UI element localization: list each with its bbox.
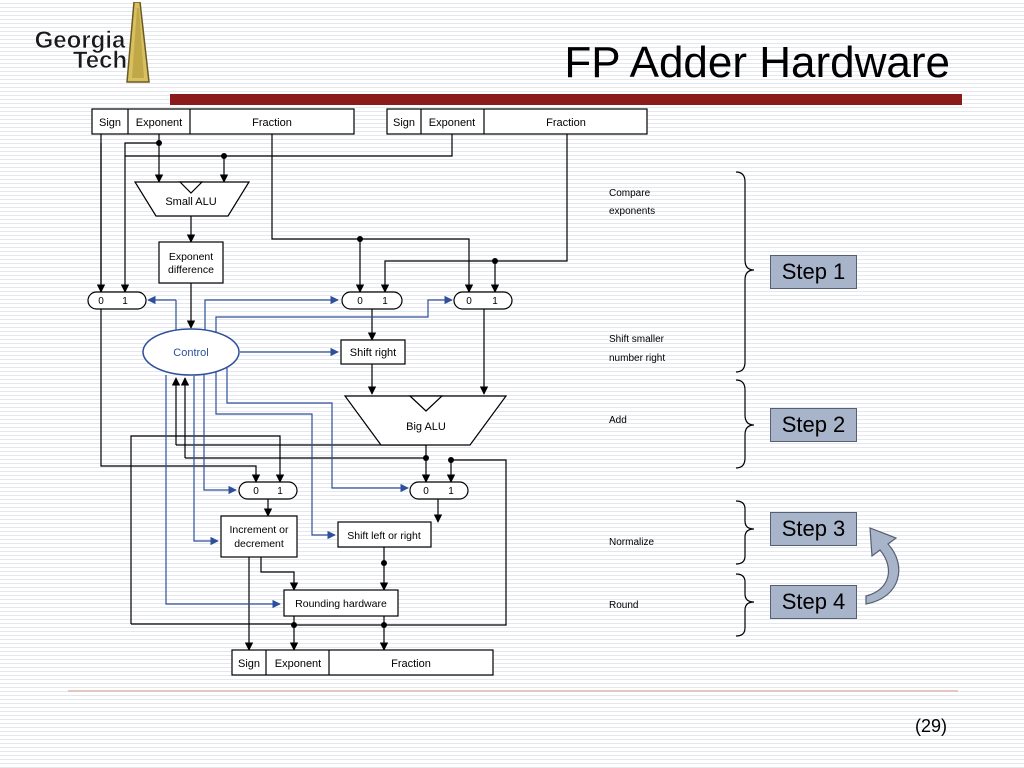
stage-compare-line2: exponents	[609, 206, 655, 217]
mux-sign-select: 0 1	[87, 291, 147, 310]
big-alu-label: Big ALU	[406, 421, 446, 433]
mux-exponent-select: 0 1	[238, 481, 298, 500]
junction-dots	[156, 140, 498, 628]
stage-shift-line1: Shift smaller	[609, 334, 665, 345]
operand-register-left: Sign Exponent Fraction	[91, 108, 355, 135]
datapath-wires	[96, 134, 568, 651]
small-alu: Small ALU	[133, 181, 251, 217]
mux-label-1: 1	[382, 296, 388, 307]
mux-fraction-result: 0 1	[409, 481, 469, 500]
control-label: Control	[173, 347, 208, 359]
step-braces	[735, 171, 755, 637]
georgia-tech-logo: Georgia Tech	[34, 2, 150, 83]
mux-label-0: 0	[98, 296, 104, 307]
shift-left-right-box: Shift left or right	[337, 521, 432, 548]
increment-decrement-box: Increment or decrement	[220, 515, 298, 558]
title-bar	[170, 94, 962, 105]
step-3-box: Step 3	[770, 512, 857, 546]
mux-label-1: 1	[492, 296, 498, 307]
increment-line2: decrement	[234, 538, 284, 550]
result-sign-label: Sign	[238, 658, 260, 670]
left-fraction-label: Fraction	[252, 117, 292, 129]
left-sign-label: Sign	[99, 117, 121, 129]
left-exponent-label: Exponent	[136, 117, 182, 129]
stage-shift-line2: number right	[609, 353, 665, 364]
right-sign-label: Sign	[393, 117, 415, 129]
loop-back-arrow-icon	[865, 527, 900, 605]
small-alu-label: Small ALU	[165, 196, 216, 208]
mux-fraction-a: 0 1	[341, 291, 403, 310]
operand-register-right: Sign Exponent Fraction	[386, 108, 648, 135]
mux-label-1: 1	[448, 486, 454, 497]
rounding-hardware-box: Rounding hardware	[283, 589, 399, 617]
control-wires	[147, 295, 453, 609]
page-number: (29)	[915, 716, 948, 736]
step-4-box: Step 4	[770, 585, 857, 619]
stage-round: Round	[609, 600, 638, 611]
result-fraction-label: Fraction	[391, 658, 431, 670]
shift-right-box: Shift right	[340, 339, 406, 365]
mux-label-0: 0	[466, 296, 472, 307]
shift-left-right-label: Shift left or right	[347, 530, 421, 542]
mux-label-0: 0	[357, 296, 363, 307]
exponent-difference-line1: Exponent	[169, 251, 213, 263]
mux-label-0: 0	[253, 486, 259, 497]
step-2-box: Step 2	[770, 408, 857, 442]
stage-compare-line1: Compare	[609, 188, 651, 199]
result-register: Sign Exponent Fraction	[231, 649, 494, 676]
brace-step-1	[735, 171, 755, 373]
mux-label-0: 0	[423, 486, 429, 497]
stage-add: Add	[609, 415, 627, 426]
stage-normalize: Normalize	[609, 537, 654, 548]
brace-step-4	[735, 573, 755, 637]
shift-right-label: Shift right	[350, 347, 396, 359]
footer-divider	[68, 690, 958, 692]
mux-fraction-b: 0 1	[453, 291, 513, 310]
brace-step-2	[735, 379, 755, 469]
rounding-label: Rounding hardware	[295, 598, 387, 610]
mux-label-1: 1	[122, 296, 128, 307]
right-exponent-label: Exponent	[429, 117, 475, 129]
slide-title: FP Adder Hardware	[564, 38, 950, 87]
step-1-box: Step 1	[770, 255, 857, 289]
mux-label-1: 1	[277, 486, 283, 497]
logo-line2: Tech	[73, 47, 127, 74]
big-alu: Big ALU	[343, 395, 508, 446]
right-fraction-label: Fraction	[546, 117, 586, 129]
result-exponent-label: Exponent	[275, 658, 321, 670]
control-unit: Control	[142, 328, 240, 376]
stage-labels: Compare exponents Shift smaller number r…	[609, 188, 665, 611]
increment-line1: Increment or	[230, 524, 289, 536]
exponent-difference-box: Exponent difference	[158, 241, 224, 284]
brace-step-3	[735, 500, 755, 565]
logo-line1: Georgia	[35, 27, 126, 54]
exponent-difference-line2: difference	[168, 264, 214, 276]
